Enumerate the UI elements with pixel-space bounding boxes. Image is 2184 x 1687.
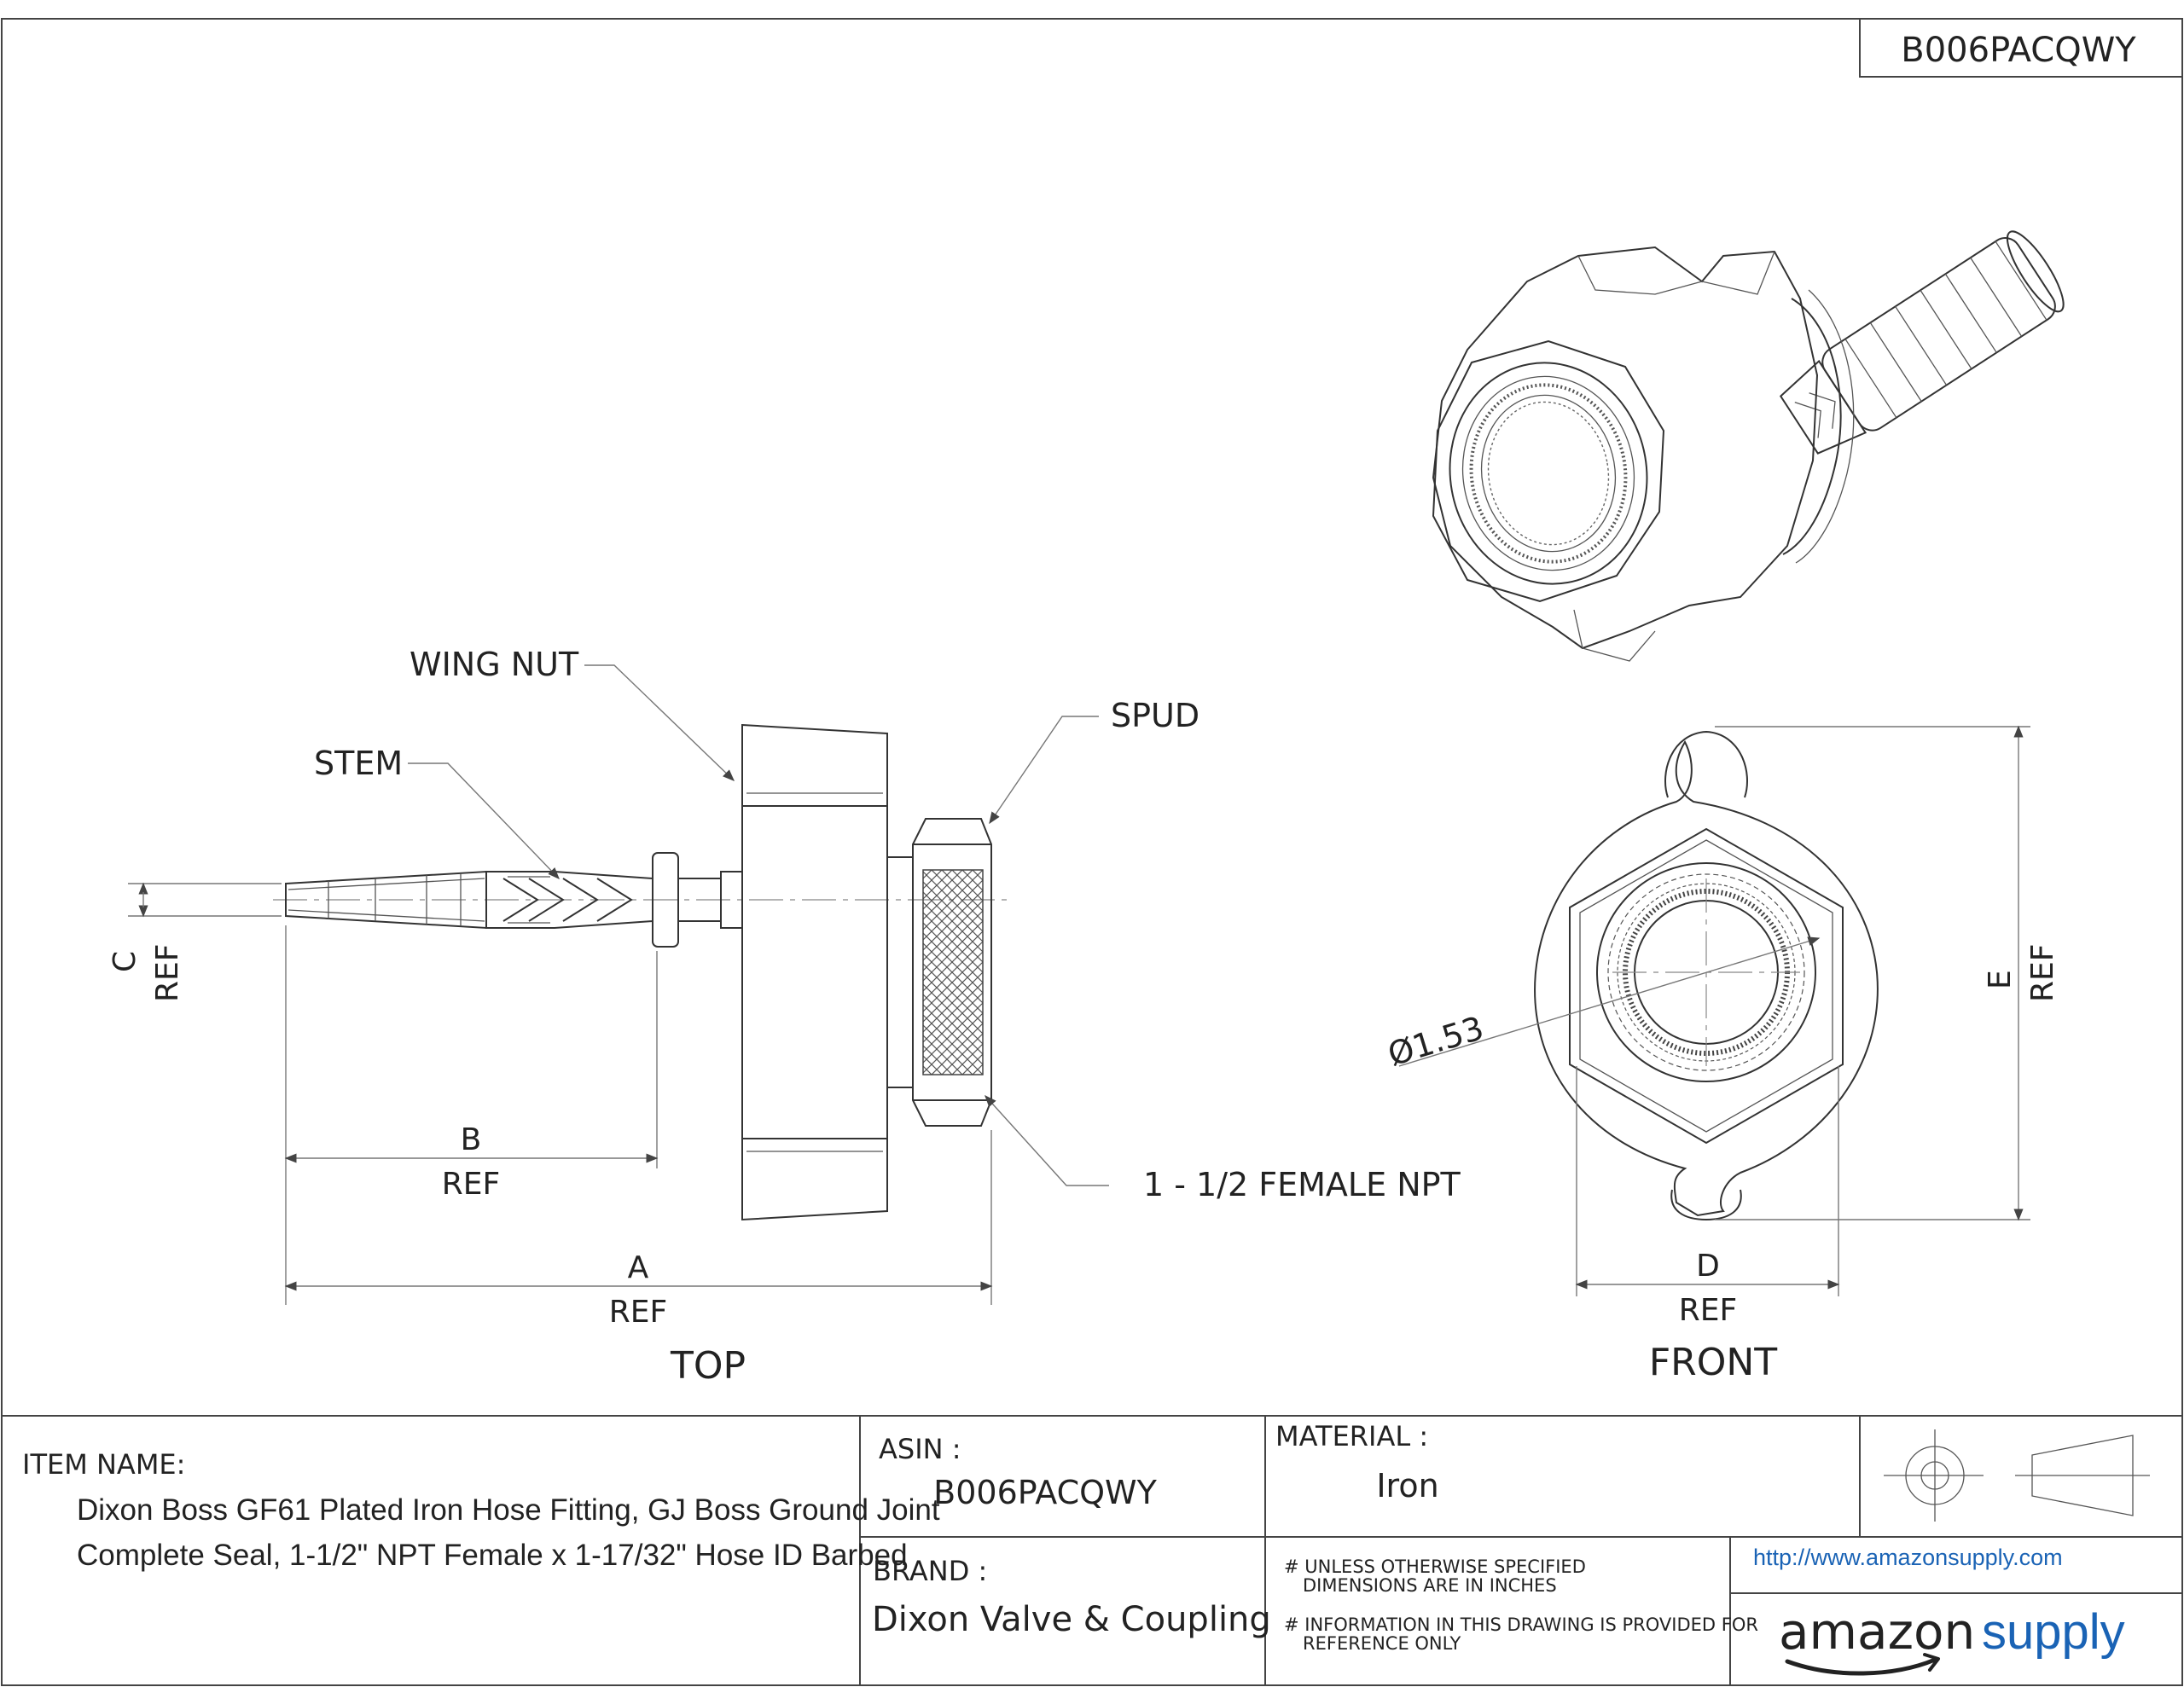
spud-neck [886,856,914,1088]
wing-nut-leader [584,664,735,781]
dim-d-ref: REF [1679,1293,1737,1328]
front-view-title: FRONT [1649,1341,1777,1384]
top-wing-lug [1664,730,1748,798]
dim-a-ref: REF [609,1295,667,1330]
third-angle-projection-icon [1884,1429,2150,1522]
dim-b-letter: B [461,1122,482,1157]
spud-leader [989,716,1099,825]
wing-nut-label: WING NUT [410,646,579,683]
supplier-url[interactable]: http://www.amazonsupply.com [1753,1545,2063,1570]
note-units-1: # UNLESS OTHERWISE SPECIFIED [1284,1557,1586,1577]
material-label: MATERIAL : [1275,1420,1428,1452]
title-block: ITEM NAME: Dixon Boss GF61 Plated Iron H… [2,1415,2182,1685]
thread-label: 1 - 1/2 FEMALE NPT [1143,1166,1461,1203]
wing-nut [741,723,888,1221]
iso-front-hex [1432,339,1665,603]
asin-value: B006PACQWY [933,1474,1157,1511]
note-reference-1: # INFORMATION IN THIS DRAWING IS PROVIDE… [1284,1615,1758,1635]
item-name-line1: Dixon Boss GF61 Plated Iron Hose Fitting… [77,1493,940,1527]
item-name-line2: Complete Seal, 1-1/2" NPT Female x 1-17/… [77,1539,908,1572]
dim-c-ref: REF [150,944,185,1002]
diameter-leader [1398,936,1821,1067]
asin-label: ASIN : [879,1433,961,1465]
diameter-label: Ø1.53 [1384,1009,1488,1074]
dim-a-letter: A [628,1250,649,1285]
logo-smile-icon [1785,1657,1937,1676]
item-name-label: ITEM NAME: [22,1448,185,1481]
stem-label: STEM [314,745,403,782]
logo-supply-text: supply [1982,1604,2125,1660]
front-hex [1569,827,1844,1145]
isometric-view [1432,230,2065,662]
dim-b-ref: REF [442,1167,500,1202]
front-view: Ø1.53 E REF D REF FRONT [1384,725,2060,1384]
note-reference-2: REFERENCE ONLY [1303,1633,1461,1654]
spud-label: SPUD [1111,697,1199,734]
stem-leader [408,762,560,880]
female-npt-thread [922,869,984,1075]
material-value: Iron [1376,1467,1438,1504]
drawing-border [1,18,2183,1686]
part-number: B006PACQWY [1901,31,2136,70]
thread-leader [985,1094,1109,1186]
outer-thread-ring [1596,862,1816,1082]
stem-chevrons [502,878,633,922]
dim-e-ref: REF [2025,944,2060,1002]
bottom-wing-lug [1670,1189,1742,1221]
top-view-title: TOP [670,1344,746,1388]
dim-d-letter: D [1696,1249,1720,1284]
amazonsupply-logo: amazon supply [1779,1603,2125,1676]
part-number-box [1859,18,2183,78]
brand-value: Dixon Valve & Coupling [872,1600,1271,1639]
iso-bore-outer [1449,362,1648,585]
dim-e-letter: E [1983,970,2018,989]
top-view: WING NUT STEM SPUD 1 - 1/2 FEMALE NPT C … [107,646,1461,1388]
wing-silhouette [1534,739,1879,1217]
iso-thread [1469,383,1628,564]
note-units-2: DIMENSIONS ARE IN INCHES [1303,1575,1557,1596]
brand-label: BRAND : [873,1555,987,1587]
logo-amazon-text: amazon [1779,1603,1975,1661]
dim-c-letter: C [107,951,142,972]
